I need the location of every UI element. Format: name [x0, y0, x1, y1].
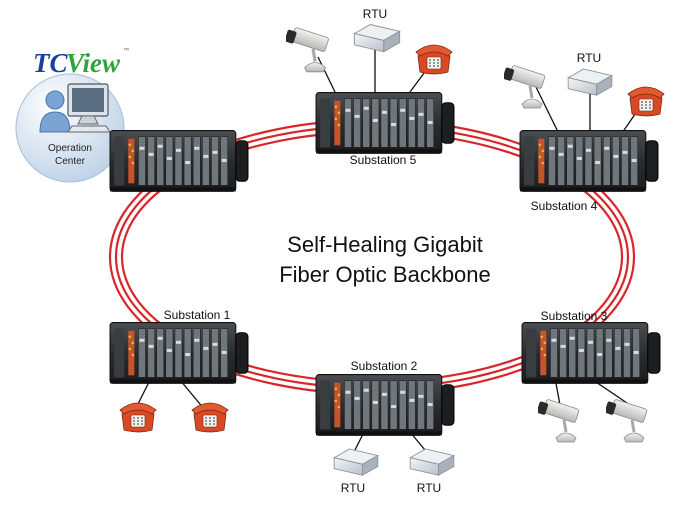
logo-trademark: ™: [123, 47, 129, 54]
camera-icon: [286, 26, 331, 74]
rtu-label: RTU: [417, 481, 441, 495]
substation-3-rack: [521, 322, 661, 384]
tcview-logo: TC View ™: [33, 47, 129, 78]
backbone-title-line2: Fiber Optic Backbone: [279, 262, 491, 287]
substation-5-rack: [315, 92, 455, 154]
phone-icon: [191, 402, 229, 433]
camera-icon: [504, 64, 547, 110]
rtu-box-icon: [567, 68, 613, 96]
operation-center: Operation Center: [15, 73, 125, 183]
phone-icon: [627, 86, 665, 117]
operation-center-rack: [109, 130, 249, 192]
substation-4-label: Substation 4: [531, 199, 598, 213]
logo-tc-text: TC: [33, 48, 68, 78]
rtu-label: RTU: [577, 51, 601, 65]
rtu-label: RTU: [363, 7, 387, 21]
substation-5-label: Substation 5: [350, 153, 417, 167]
phone-icon: [415, 44, 453, 75]
substation-2-label: Substation 2: [351, 359, 418, 373]
operation-center-line1: Operation: [48, 143, 92, 154]
substation-1-label: Substation 1: [164, 308, 231, 322]
logo-view-text: View: [66, 48, 121, 78]
substation-1-rack: [109, 322, 249, 384]
substation-2-rack: [315, 374, 455, 436]
backbone-title-line1: Self-Healing Gigabit: [287, 232, 483, 257]
operator-computer-icon: [39, 83, 111, 133]
rtu-box-icon: [353, 24, 401, 53]
substation-4-rack: [519, 130, 659, 192]
rtu-box-icon: [409, 448, 455, 476]
rtu-box-icon: [333, 448, 379, 476]
phone-icon: [119, 402, 157, 433]
camera-icon: [538, 398, 581, 444]
operation-center-line2: Center: [55, 156, 86, 167]
camera-icon: [606, 398, 649, 444]
rtu-label: RTU: [341, 481, 365, 495]
substation-3-label: Substation 3: [541, 309, 608, 323]
